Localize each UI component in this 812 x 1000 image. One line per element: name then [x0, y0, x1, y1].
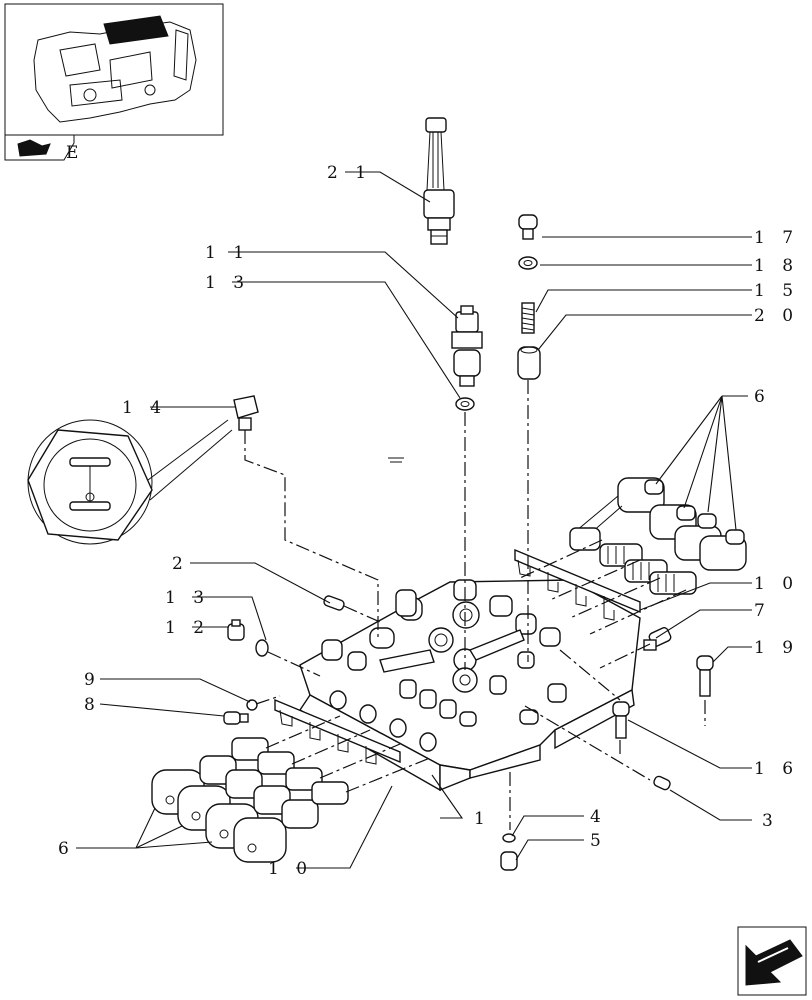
leader-lines [76, 171, 752, 869]
part-1-valve-body [299, 579, 641, 792]
callout-10-upper: 1 0 [754, 574, 799, 594]
part-6-solenoid-valves-right [569, 477, 747, 595]
assembly-centerlines [244, 380, 706, 830]
part-11-pressure-switch [451, 305, 483, 387]
part-8-screw [223, 711, 249, 725]
part-15-stud [521, 302, 535, 334]
part-9-washer [246, 699, 258, 711]
callout-18: 1 8 [754, 256, 799, 276]
callout-4: 4 [590, 807, 607, 827]
callout-11: 1 1 [205, 243, 250, 263]
part-16-bolt [612, 701, 630, 739]
callout-13-upper: 1 3 [205, 273, 250, 293]
part-19-bolt [696, 655, 714, 697]
center-mark [388, 457, 404, 463]
part-12-plug [227, 619, 245, 641]
next-page-arrow-icon[interactable] [737, 926, 807, 996]
callout-17: 1 7 [754, 228, 799, 248]
callout-1: 1 [474, 809, 491, 829]
callout-19: 1 9 [754, 638, 799, 658]
callout-15: 1 5 [754, 281, 799, 301]
callout-20: 2 0 [754, 306, 799, 326]
part-10-cover-plate-left [274, 698, 401, 765]
callout-21: 2 1 [327, 163, 372, 183]
callout-14: 1 4 [122, 398, 167, 418]
part-3-pin [653, 775, 671, 791]
thumbnail-frame[interactable]: E [4, 3, 224, 163]
part-13-washer-lower [255, 639, 269, 657]
callout-6-lower: 6 [58, 839, 75, 859]
hex-plug-detail-icon [27, 419, 233, 545]
callout-16: 1 6 [754, 759, 799, 779]
part-18-washer [518, 256, 538, 270]
callout-5: 5 [590, 831, 607, 851]
callout-10-lower: 1 0 [268, 859, 313, 879]
transmission-housing-icon [33, 15, 197, 123]
part-20-sleeve [517, 346, 541, 380]
part-5-sleeve [500, 851, 518, 871]
callout-12: 1 2 [165, 618, 210, 638]
callout-2: 2 [172, 554, 189, 574]
part-4-o-ring [502, 833, 516, 843]
callout-3: 3 [762, 811, 779, 831]
part-17-screw [518, 214, 538, 240]
part-6-solenoid-valves-left [151, 737, 349, 863]
callout-7: 7 [754, 601, 771, 621]
callout-8: 8 [84, 695, 101, 715]
callout-9: 9 [84, 670, 101, 690]
part-21-speed-sensor [423, 117, 455, 245]
thumbnail-tab-label: E [66, 143, 78, 163]
callout-13-lower: 1 3 [165, 588, 210, 608]
part-13-washer-upper [455, 397, 475, 411]
part-14-hex-plug [233, 395, 259, 431]
part-2-pin [323, 595, 345, 611]
callout-6-upper: 6 [754, 387, 771, 407]
